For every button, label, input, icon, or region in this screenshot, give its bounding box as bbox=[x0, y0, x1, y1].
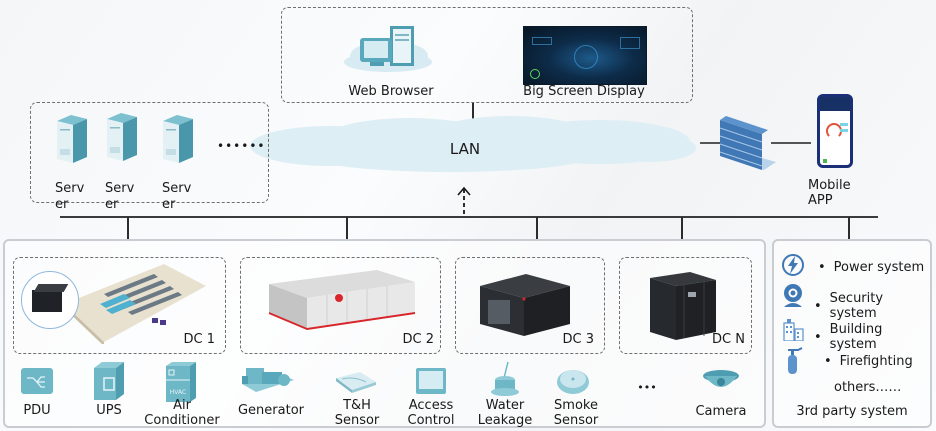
device-label-th-sensor: T&H Sensor bbox=[317, 398, 397, 428]
device-label-smoke-sensor: Smoke Sensor bbox=[536, 398, 616, 428]
third-party-others: others…… bbox=[834, 380, 902, 395]
server-label: Server bbox=[55, 181, 85, 212]
device-line1: Water bbox=[485, 398, 525, 413]
mobile-label-line1: Mobile bbox=[808, 178, 851, 193]
smoke-sensor-icon bbox=[557, 370, 589, 394]
device-line1: Smoke bbox=[554, 398, 598, 413]
third-party-item-label: Power system bbox=[833, 260, 925, 275]
bullet: • bbox=[824, 354, 832, 369]
building-icon bbox=[783, 319, 804, 341]
fire-extinguisher-icon bbox=[788, 347, 803, 374]
server-icon bbox=[107, 113, 137, 161]
dc-1-cabinet-inset bbox=[21, 271, 79, 329]
device-line1: UPS bbox=[96, 403, 122, 418]
dc-1-floorplan-image bbox=[64, 264, 206, 344]
device-label-access-control: Access Control bbox=[391, 398, 471, 428]
dc-1-box: DC 1 bbox=[13, 257, 226, 354]
device-line1: Access bbox=[408, 398, 454, 413]
device-label-air-conditioner: Air Conditioner bbox=[142, 398, 222, 428]
more-devices-dots: ••• bbox=[637, 381, 657, 394]
dc-3-box: DC 3 bbox=[455, 257, 605, 354]
third-party-item: • Building system bbox=[814, 322, 930, 352]
device-label-water-leakage: Water Leakage bbox=[465, 398, 545, 428]
dc-2-box: DC 2 bbox=[240, 257, 441, 354]
dc-1-label: DC 1 bbox=[183, 332, 216, 347]
server-group: •••••• Server Server Server bbox=[30, 102, 269, 212]
bus-drop bbox=[681, 217, 683, 239]
dc-n-label: DC N bbox=[712, 332, 745, 347]
firewall-icon bbox=[719, 116, 776, 170]
device-line2: Leakage bbox=[477, 413, 533, 428]
third-party-panel: • Power system • Security system • Build… bbox=[772, 239, 932, 428]
pdu-icon bbox=[21, 368, 53, 394]
lightning-icon bbox=[782, 254, 804, 276]
web-browser-label: Web Browser bbox=[348, 84, 434, 99]
lan-firewall-link bbox=[700, 142, 720, 144]
bullet: • bbox=[818, 260, 826, 275]
more-servers-dots: •••••• bbox=[217, 139, 266, 153]
big-screen-display-label: Big Screen Display bbox=[523, 84, 645, 99]
third-party-item-label: Security system bbox=[829, 291, 884, 321]
ups-icon bbox=[94, 362, 124, 400]
camera-icon bbox=[703, 370, 739, 387]
device-line2: Control bbox=[407, 413, 455, 428]
dc-n-module-image bbox=[650, 272, 716, 340]
bus-drop bbox=[848, 217, 850, 239]
main-bus-line bbox=[60, 216, 878, 218]
device-line1: PDU bbox=[23, 403, 51, 418]
th-sensor-icon bbox=[336, 372, 376, 393]
big-screen-display-image bbox=[523, 26, 647, 85]
dc-3-module-image bbox=[480, 274, 570, 336]
dc-n-box: DC N bbox=[619, 257, 752, 354]
water-leakage-icon bbox=[491, 361, 519, 396]
device-line2: Conditioner bbox=[144, 413, 220, 428]
web-browser-icon bbox=[344, 26, 432, 72]
access-control-icon bbox=[416, 368, 446, 394]
third-party-item-label: Building system bbox=[829, 322, 883, 352]
device-line2: Sensor bbox=[553, 413, 599, 428]
bus-drop bbox=[346, 217, 348, 239]
mobile-label-line2: APP bbox=[808, 193, 833, 208]
third-party-item: • Security system bbox=[814, 291, 930, 321]
third-party-item: • Power system bbox=[818, 260, 924, 275]
device-line1: T&H bbox=[343, 398, 371, 413]
firewall-mobile-link bbox=[771, 142, 811, 144]
server-icon bbox=[163, 115, 193, 163]
third-party-item-label: Firefighting bbox=[839, 354, 913, 369]
lan-label: LAN bbox=[449, 140, 481, 158]
device-line1: Air bbox=[173, 398, 191, 413]
device-label-camera: Camera bbox=[681, 404, 761, 419]
generator-icon bbox=[242, 368, 294, 392]
bus-drop bbox=[536, 217, 538, 239]
data-center-panel bbox=[3, 239, 766, 428]
dc-2-container-image bbox=[269, 270, 415, 330]
bullet: • bbox=[814, 329, 822, 345]
device-label-ups: UPS bbox=[84, 403, 134, 418]
device-label-generator: Generator bbox=[231, 403, 311, 418]
device-line2: Sensor bbox=[334, 413, 380, 428]
client-group: Web Browser Big Screen Display bbox=[281, 7, 693, 103]
lan-cloud bbox=[250, 116, 696, 172]
webcam-icon bbox=[784, 284, 802, 307]
device-line1: Camera bbox=[695, 404, 747, 419]
mobile-app-label: Mobile APP bbox=[808, 178, 851, 208]
third-party-title: 3rd party system bbox=[796, 404, 908, 419]
device-line1: Generator bbox=[237, 403, 304, 418]
dc-2-label: DC 2 bbox=[402, 332, 435, 347]
uplink-dashed-arrow bbox=[456, 186, 472, 216]
server-label: Server bbox=[105, 181, 135, 212]
server-label: Server bbox=[162, 181, 192, 212]
device-label-pdu: PDU bbox=[12, 403, 62, 418]
svg-text:HVAC: HVAC bbox=[170, 389, 186, 396]
air-conditioner-icon: HVAC bbox=[166, 362, 196, 402]
bullet: • bbox=[814, 298, 822, 314]
server-icon bbox=[57, 115, 87, 163]
third-party-item: • Firefighting bbox=[824, 354, 913, 369]
bus-drop bbox=[127, 217, 129, 239]
client-lan-link bbox=[472, 103, 474, 120]
mobile-app-icon bbox=[817, 94, 853, 168]
dc-3-label: DC 3 bbox=[562, 332, 595, 347]
